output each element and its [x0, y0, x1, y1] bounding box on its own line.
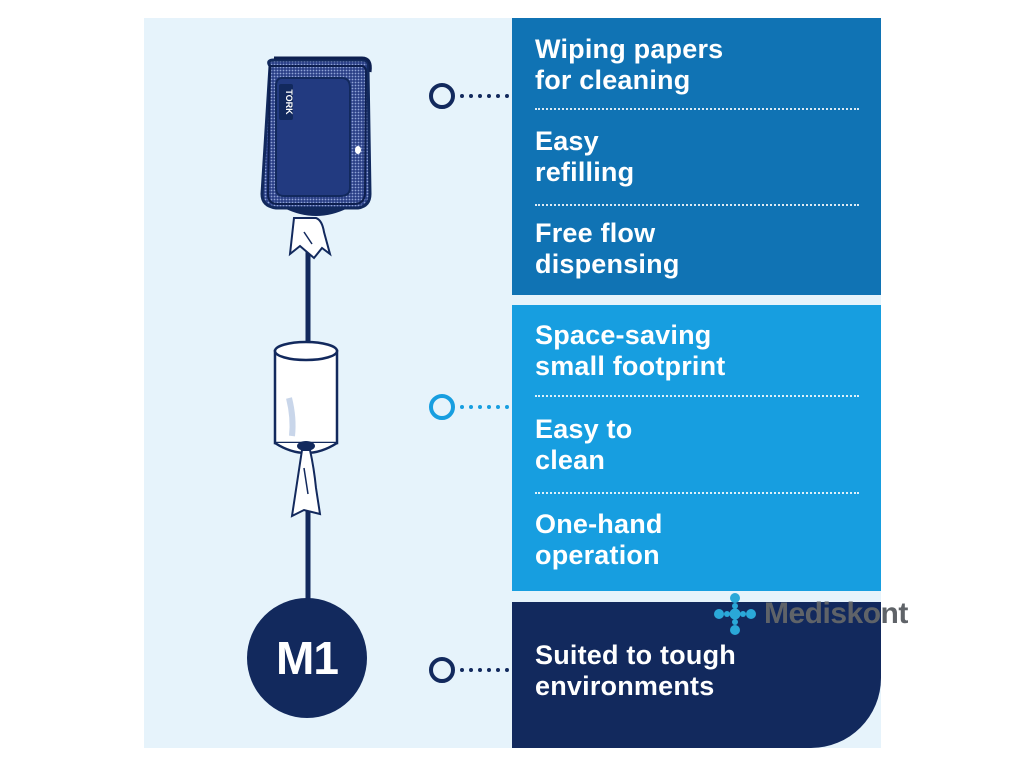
feature-line: dispensing — [535, 248, 680, 279]
feature-line: One-hand — [535, 508, 663, 539]
feature-line: Wiping papers — [535, 34, 724, 64]
dispenser-brand-label: TORK — [284, 89, 294, 115]
feature-item: Wiping papers for cleaning — [535, 18, 859, 108]
feature-line: Suited to tough — [535, 640, 736, 670]
watermark-logo: Mediskont — [712, 591, 908, 637]
medical-cross-icon — [714, 593, 756, 635]
connector-dots-bottom — [429, 657, 509, 683]
feature-line: Easy to — [535, 413, 633, 444]
feature-panel-dispenser: Wiping papers for cleaning Easy refillin… — [512, 18, 881, 295]
feature-item: Space-saving small footprint — [535, 305, 859, 395]
feature-line: refilling — [535, 157, 635, 187]
feature-line: small footprint — [535, 351, 726, 381]
feature-item: Easy refilling — [535, 108, 859, 204]
connector-dots-top — [429, 83, 509, 109]
m1-badge-label: M1 — [276, 632, 339, 684]
feature-item: Suited to tough environments — [535, 602, 859, 748]
m1-badge — [247, 598, 367, 718]
product-illustration: TORK — [247, 56, 509, 718]
feature-item: One-hand operation — [535, 492, 859, 591]
feature-line: Space-saving — [535, 320, 712, 350]
feature-line: clean — [535, 444, 606, 475]
watermark-text: Mediskont — [764, 597, 908, 630]
feature-item: Easy to clean — [535, 395, 859, 492]
feature-line: for cleaning — [535, 65, 691, 95]
feature-line: Free flow — [535, 217, 656, 248]
feature-line: Easy — [535, 126, 599, 156]
feature-line: operation — [535, 539, 660, 570]
paper-roll-icon — [273, 340, 339, 518]
product-infographic: TORK — [144, 18, 881, 748]
connector-dots-middle — [429, 394, 509, 420]
feature-line: environments — [535, 671, 715, 701]
feature-item: Free flow dispensing — [535, 204, 859, 295]
dispenser-icon: TORK — [260, 56, 372, 260]
feature-panel-system: Suited to tough environments — [512, 602, 881, 748]
feature-panel-roll: Space-saving small footprint Easy to cle… — [512, 305, 881, 591]
